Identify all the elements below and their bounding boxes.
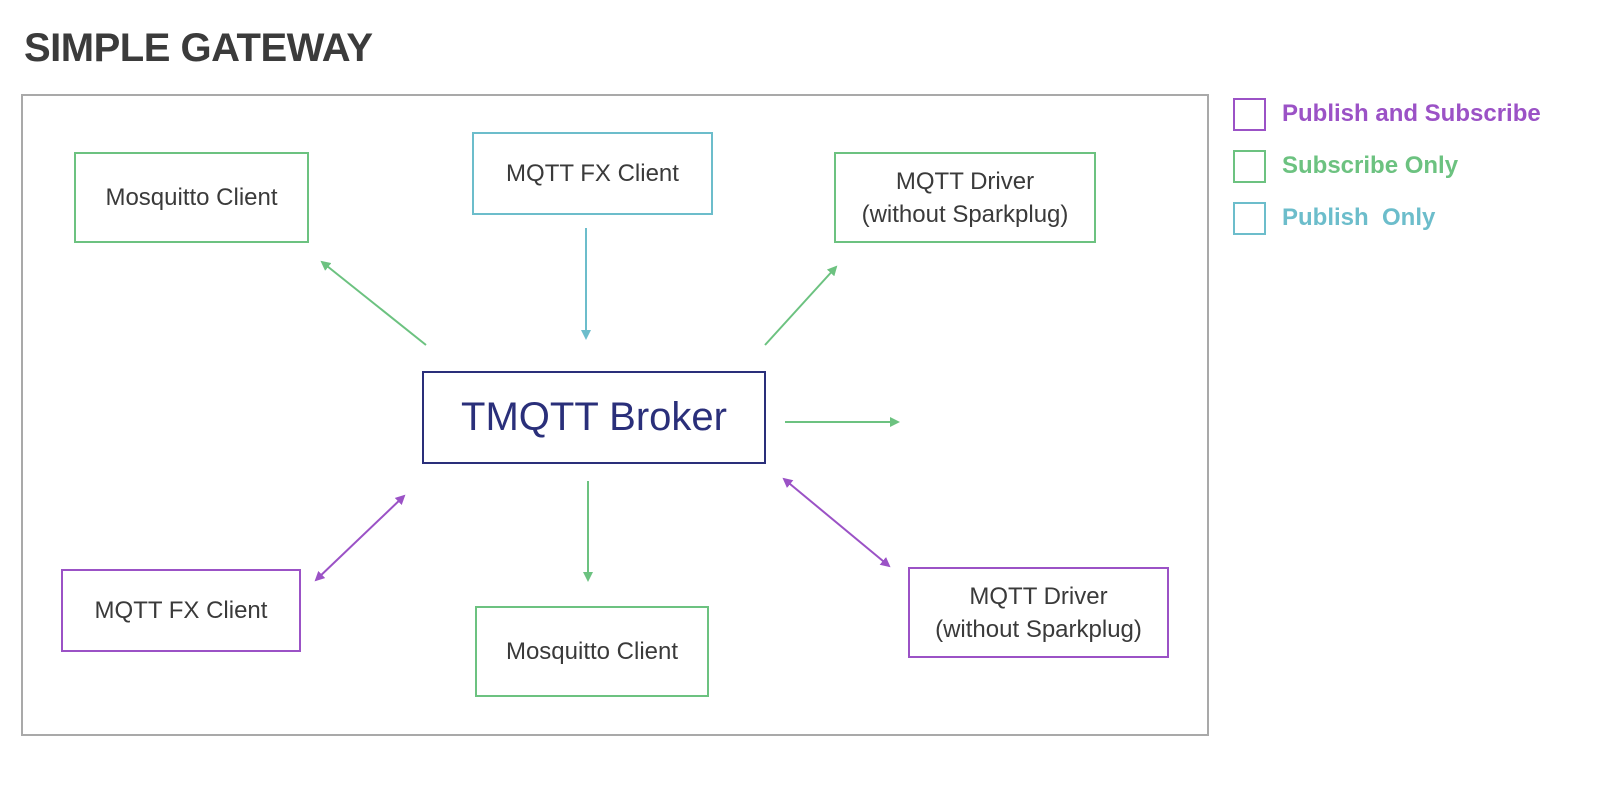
node-label: MQTT Driver (without Sparkplug)	[935, 582, 1142, 643]
node-mqtt-fx-client-bottom[interactable]: MQTT FX Client	[61, 569, 301, 652]
legend-swatch	[1233, 149, 1266, 183]
node-label: MQTT FX Client	[506, 160, 679, 187]
node-label: MQTT FX Client	[94, 597, 268, 624]
node-mqtt-fx-client-top[interactable]: MQTT FX Client	[472, 132, 713, 215]
legend-publish-and-subscribe: Publish and Subscribe	[1233, 96, 1541, 132]
node-mqtt-driver-top[interactable]: MQTT Driver (without Sparkplug)	[834, 152, 1096, 243]
legend-swatch	[1233, 201, 1266, 235]
node-label: Mosquitto Client	[505, 638, 679, 665]
arrow-broker-to-mosquitto-top	[320, 260, 427, 346]
node-label: Mosquitto Client	[105, 184, 278, 211]
node-mosquitto-client-bottom[interactable]: Mosquitto Client	[475, 606, 709, 697]
node-label: TMQTT Broker	[461, 395, 727, 439]
legend-subscribe-only: Subscribe Only	[1233, 148, 1458, 184]
legend-label: Publish Only	[1282, 204, 1436, 231]
legend-swatch	[1233, 97, 1266, 131]
node-mosquitto-client-top[interactable]: Mosquitto Client	[74, 152, 309, 243]
arrow-broker-to-driver-top	[764, 265, 838, 346]
legend-label: Publish and Subscribe	[1282, 100, 1541, 127]
legend-publish-only: Publish Only	[1233, 200, 1435, 236]
legend-label: Subscribe Only	[1282, 152, 1459, 179]
diagram-frame	[21, 94, 1209, 736]
page-title: SIMPLE GATEWAY	[24, 26, 373, 70]
node-mqtt-driver-bottom[interactable]: MQTT Driver (without Sparkplug)	[908, 567, 1169, 658]
node-tmqtt-broker[interactable]: TMQTT Broker	[422, 371, 766, 464]
arrow-broker-fx-bottom-bidirectional	[314, 494, 406, 582]
node-label: MQTT Driver (without Sparkplug)	[861, 167, 1069, 228]
arrow-broker-driver-bottom-bidirectional	[782, 477, 891, 568]
